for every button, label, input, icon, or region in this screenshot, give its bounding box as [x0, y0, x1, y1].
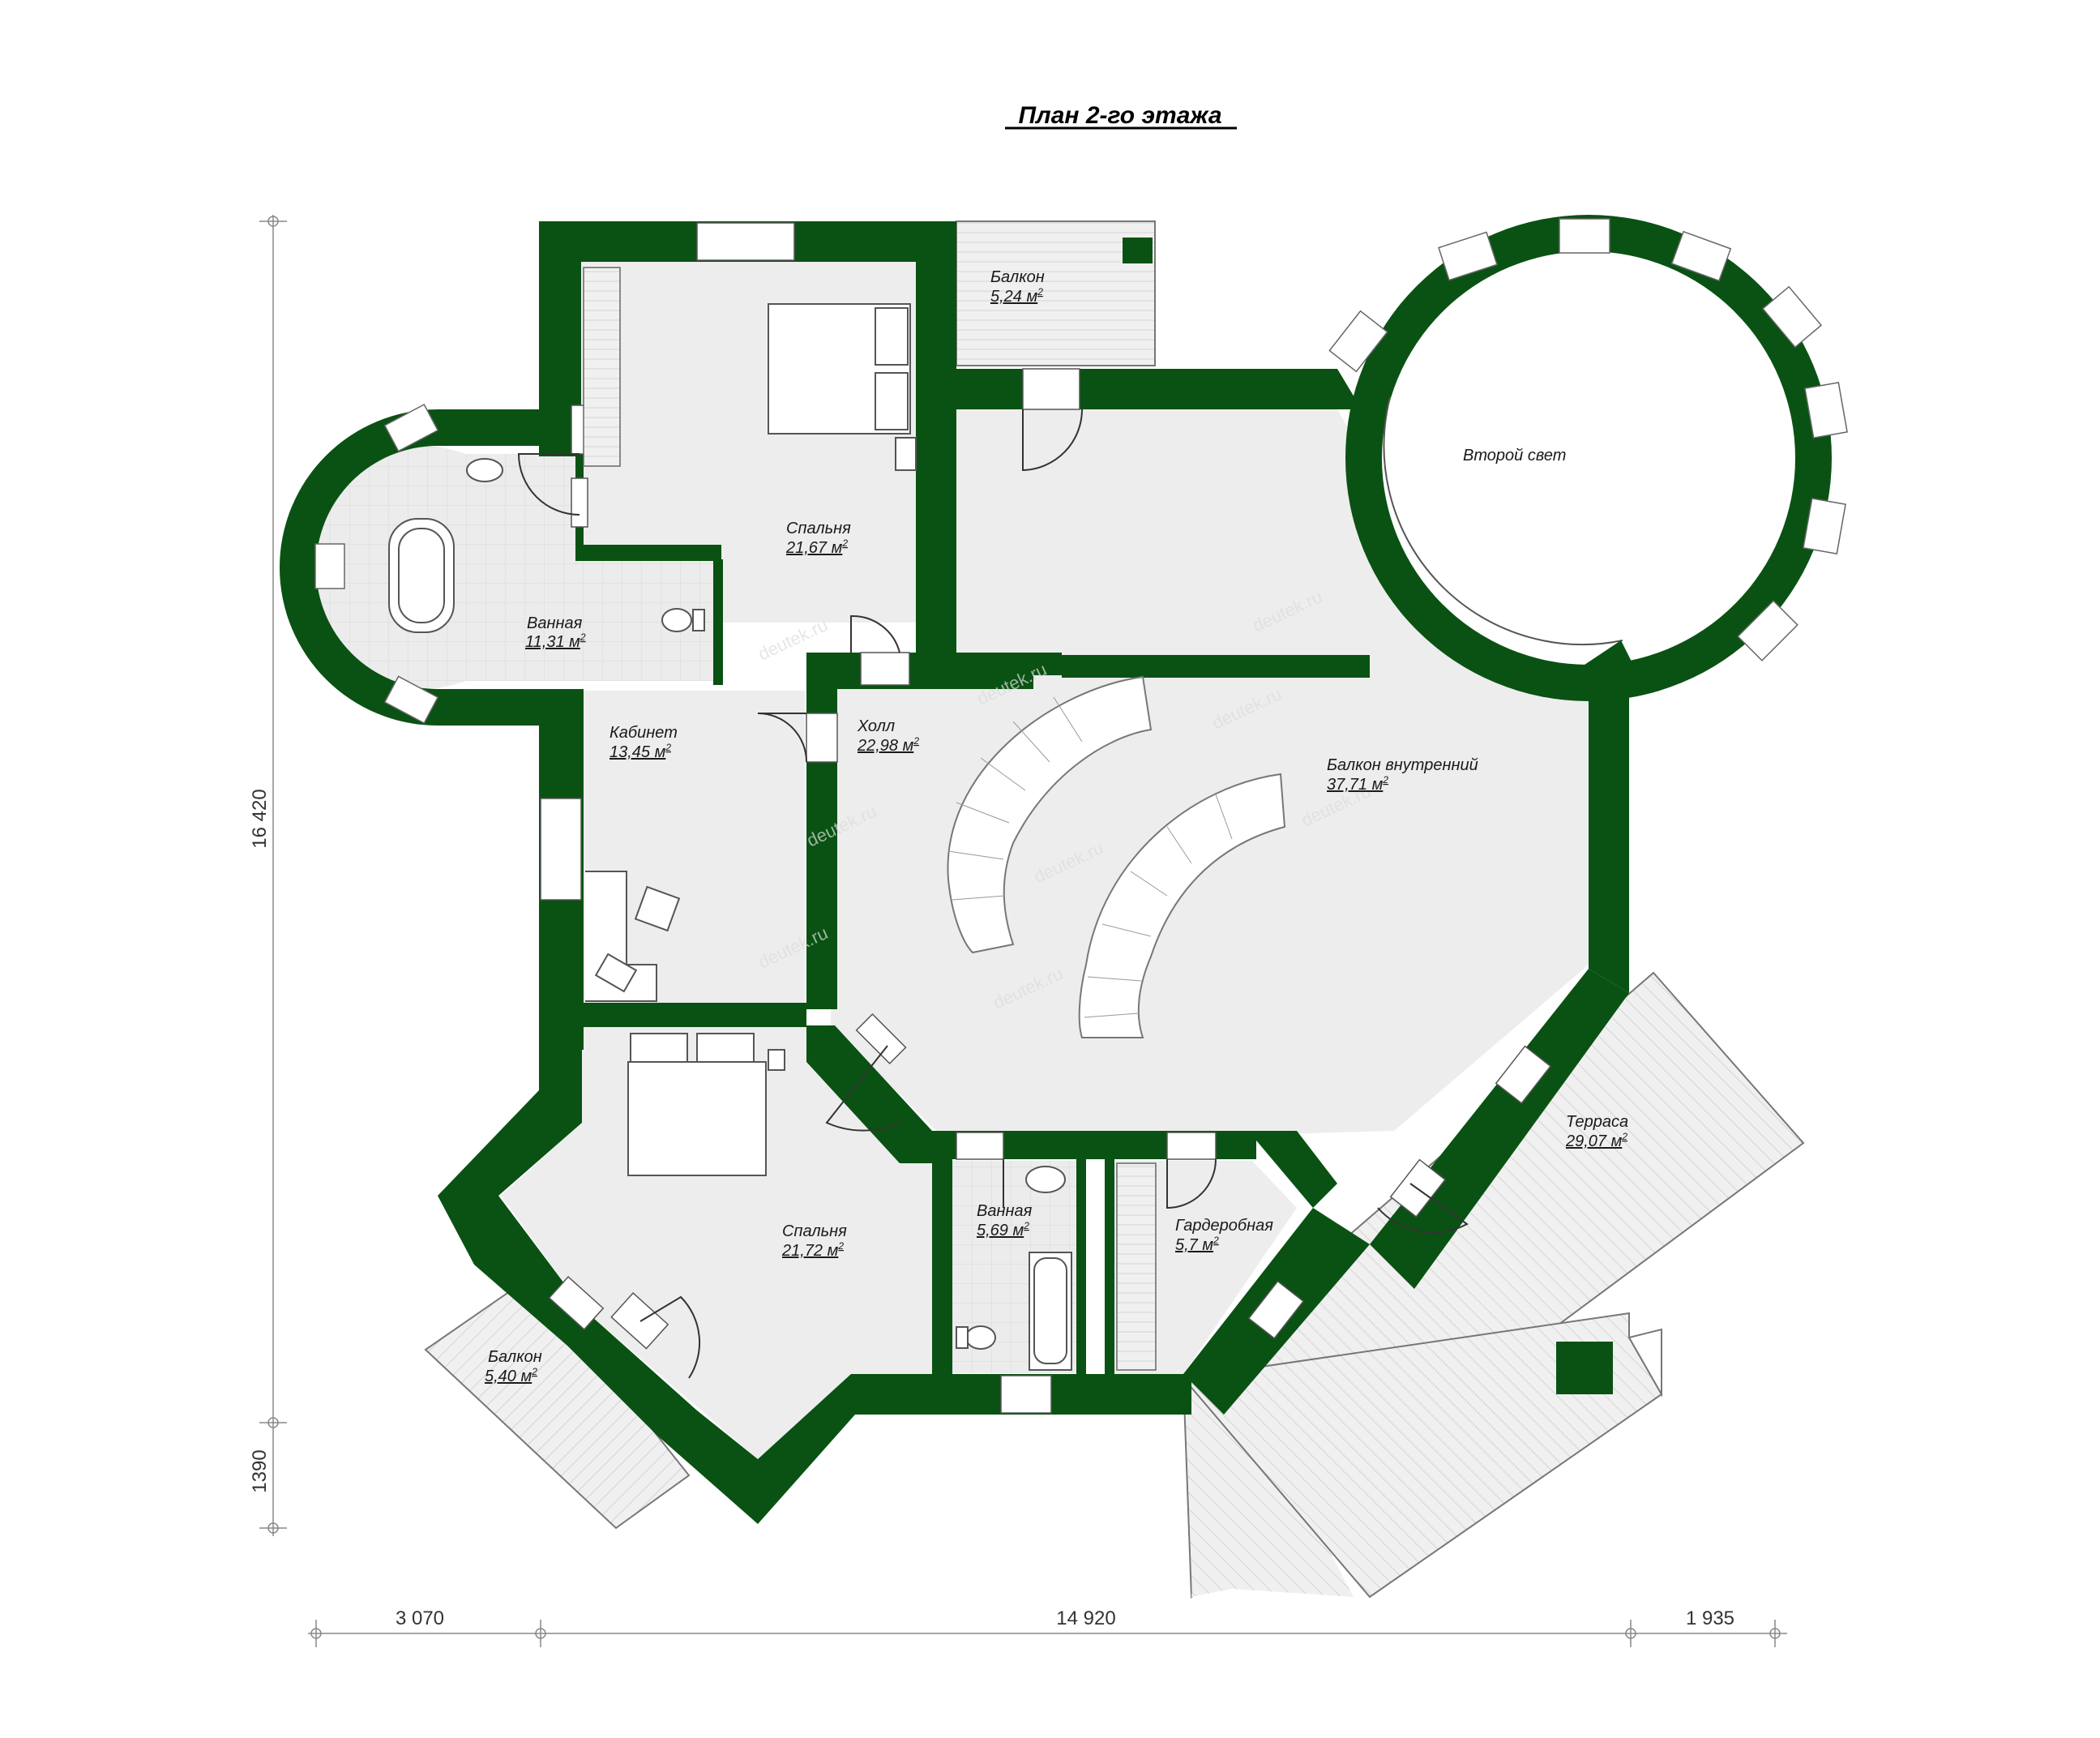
room-kabinet: Кабинет 13,45 м2	[609, 724, 678, 761]
second-light-void	[1345, 215, 1832, 701]
room-balkon-top: Балкон 5,24 м2	[990, 268, 1045, 306]
plan-title: План 2-го этажа	[1018, 102, 1221, 129]
svg-text:Балкон: Балкон	[990, 268, 1045, 286]
wardrobe-1	[583, 267, 621, 467]
svg-text:5,24 м2: 5,24 м2	[990, 286, 1043, 306]
floors	[300, 262, 1589, 1459]
dimension-values: 16 420 1390 3 070 14 920 1 935	[249, 789, 1734, 1629]
sink-1	[466, 458, 503, 482]
room-balkon-vnutr: Балкон внутренний 37,71 м2	[1327, 756, 1478, 794]
dim-left-main: 16 420	[249, 789, 271, 848]
svg-text:Гардеробная: Гардеробная	[1175, 1217, 1273, 1235]
staircase	[947, 675, 1286, 1038]
svg-text:5,40 м2: 5,40 м2	[485, 1366, 537, 1385]
svg-text:37,71 м2: 37,71 м2	[1327, 774, 1388, 794]
bath-2-fixtures	[956, 1166, 1072, 1371]
dim-bottom-left: 3 070	[396, 1607, 444, 1629]
balcony-bottom-deck	[424, 1275, 691, 1530]
dim-bottom-center: 14 920	[1056, 1607, 1115, 1629]
room-vannaya-2: Ванная 5,69 м2	[977, 1202, 1033, 1239]
toilet-1	[661, 608, 705, 632]
room-spalnya-2: Спальня 21,72 м2	[781, 1222, 847, 1260]
svg-text:11,31 м2: 11,31 м2	[525, 631, 586, 651]
svg-text:29,07 м2: 29,07 м2	[1565, 1131, 1627, 1150]
terrace-deck	[1182, 971, 1805, 1599]
svg-text:Терраса: Терраса	[1566, 1113, 1628, 1131]
dimension-lines	[259, 215, 1787, 1647]
svg-text:5,7 м2: 5,7 м2	[1175, 1235, 1219, 1254]
room-balkon-bottom: Балкон 5,40 м2	[485, 1348, 542, 1385]
room-labels: Балкон 5,24 м2 Спальня 21,67 м2 Ванная 1…	[485, 268, 1628, 1385]
svg-text:Ванная: Ванная	[527, 614, 583, 632]
svg-text:22,98 м2: 22,98 м2	[857, 735, 919, 755]
svg-text:Балкон: Балкон	[488, 1348, 542, 1366]
room-holl: Холл 22,98 м2	[857, 717, 919, 755]
balcony-top-deck	[956, 220, 1156, 366]
room-spalnya-1: Спальня 21,67 м2	[785, 520, 851, 557]
svg-text:21,72 м2: 21,72 м2	[781, 1240, 844, 1260]
svg-text:Спальня: Спальня	[782, 1222, 847, 1240]
svg-text:Балкон внутренний: Балкон внутренний	[1327, 756, 1478, 774]
bed-2	[627, 1033, 785, 1176]
svg-text:Ванная: Ванная	[977, 1202, 1033, 1220]
doors	[517, 409, 1469, 1379]
walls	[280, 221, 1645, 1524]
bed-1	[768, 303, 917, 471]
svg-text:5,69 м2: 5,69 м2	[977, 1220, 1029, 1239]
dim-left-lower: 1390	[249, 1449, 271, 1492]
svg-text:Спальня: Спальня	[786, 520, 851, 537]
svg-text:Второй свет: Второй свет	[1463, 447, 1566, 464]
wardrobe-2	[1116, 1162, 1157, 1371]
circle-windows	[314, 218, 1848, 725]
svg-text:Холл: Холл	[857, 717, 895, 735]
bathtub-1	[388, 518, 455, 633]
room-terrasa: Терраса 29,07 м2	[1565, 1113, 1628, 1150]
svg-text:13,45 м2: 13,45 м2	[609, 742, 671, 761]
svg-text:21,67 м2: 21,67 м2	[785, 537, 848, 557]
room-vtoroy-svet: Второй свет	[1463, 447, 1566, 464]
svg-text:Кабинет: Кабинет	[609, 724, 678, 742]
dim-bottom-right: 1 935	[1686, 1607, 1734, 1629]
room-vannaya-1: Ванная 11,31 м2	[525, 614, 586, 651]
room-garderobnaya: Гардеробная 5,7 м2	[1175, 1217, 1273, 1254]
desk	[585, 871, 681, 1002]
